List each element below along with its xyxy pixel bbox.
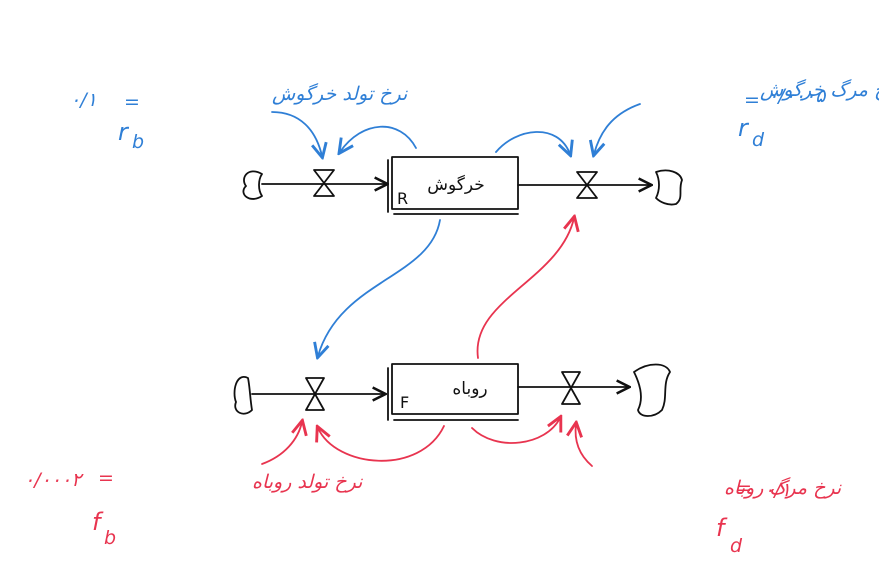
- rabbit-stock-label: خرگوش: [427, 174, 485, 195]
- fox-stock: روباه F: [387, 363, 519, 421]
- rabbit-birth-rate-symbol: r: [118, 118, 130, 146]
- fox-influence-links: [261, 218, 593, 467]
- rabbit-influence-links: [271, 103, 641, 356]
- fox-stock-label: روباه: [452, 379, 487, 399]
- fox-birth-rate-label: نرخ تولد روباه: [252, 471, 363, 493]
- rabbit-birth-rate-link: [271, 111, 322, 156]
- rabbit-birth-rate-annotation: ۰/۱ = نرخ تولد خرگوش r b: [70, 82, 408, 153]
- rabbit-flow-row: خرگوش R: [242, 156, 683, 215]
- fox-sink-cloud: [633, 363, 671, 417]
- fox-to-rabbit-death-link: [476, 218, 574, 359]
- fox-death-rate-link: [576, 424, 593, 467]
- rabbit-death-rate-value: ۰/۰۰۰۵: [768, 85, 826, 107]
- fox-death-rate-subscript: d: [730, 535, 743, 557]
- fox-source-cloud: [233, 376, 253, 415]
- fox-birth-rate-link: [261, 422, 302, 465]
- fox-birth-rate-equals: =: [98, 467, 114, 489]
- fox-stock-symbol: F: [400, 393, 409, 412]
- fox-stock-to-birth-link: [318, 426, 445, 462]
- fox-death-rate-symbol: f: [716, 514, 728, 542]
- fox-birth-rate-symbol: f: [92, 508, 104, 536]
- fox-flow-row: روباه F: [233, 363, 671, 421]
- fox-death-valve: [561, 371, 581, 405]
- fox-death-rate-label: نرخ مرگ روباه: [724, 476, 842, 499]
- rabbit-death-rate-equals: =: [744, 89, 760, 111]
- rabbit-death-rate-label: نرخ مرگ خرگوش: [760, 78, 879, 101]
- rabbit-stock-to-death-link: [495, 131, 570, 154]
- rabbit-death-rate-symbol: r: [738, 114, 750, 142]
- rabbit-death-valve: [576, 171, 598, 199]
- rabbit-stock-symbol: R: [397, 189, 408, 208]
- rabbit-death-rate-subscript: d: [752, 129, 765, 151]
- rabbit-birth-rate-equals: =: [124, 91, 140, 113]
- rabbit-birth-rate-label: نرخ تولد خرگوش: [272, 82, 408, 105]
- fox-death-rate-equals: =: [736, 477, 752, 499]
- rabbit-birth-rate-subscript: b: [132, 131, 144, 153]
- fox-birth-rate-subscript: b: [104, 527, 116, 549]
- rabbit-death-rate-annotation: نرخ مرگ خرگوش = ۰/۰۰۰۵ r d: [738, 78, 879, 151]
- rabbit-to-fox-birth-link: [318, 219, 441, 356]
- rabbit-stock: خرگوش R: [387, 156, 519, 215]
- rabbit-sink-cloud: [655, 169, 683, 206]
- fox-birth-rate-annotation: ۰/۰۰۰۲ = نرخ تولد روباه f b: [24, 467, 363, 549]
- fox-birth-rate-value: ۰/۰۰۰۲: [24, 469, 84, 491]
- rabbit-death-rate-link: [594, 103, 641, 154]
- fox-birth-valve: [305, 377, 325, 411]
- rabbit-stock-to-birth-link: [340, 125, 417, 152]
- fox-stock-to-death-link: [471, 418, 560, 444]
- fox-death-rate-annotation: نرخ مرگ روباه = ۰/۱ f d: [716, 476, 842, 557]
- rabbit-birth-valve: [313, 169, 335, 197]
- rabbit-birth-rate-value: ۰/۱: [70, 89, 97, 111]
- fox-death-rate-value: ۰/۱: [764, 479, 791, 501]
- rabbit-source-cloud: [242, 170, 263, 200]
